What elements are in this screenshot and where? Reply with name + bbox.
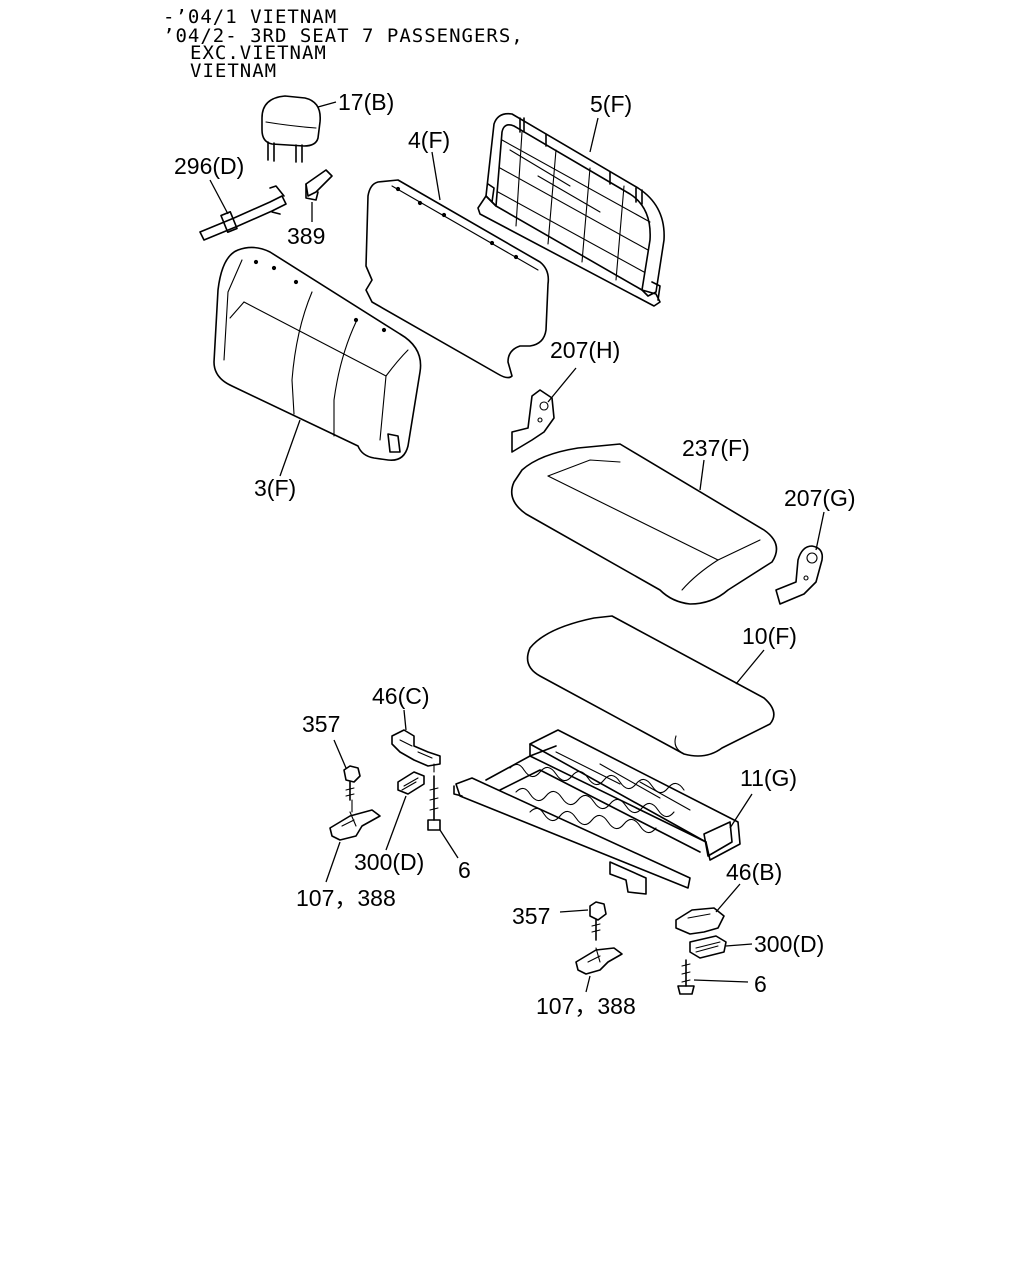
hinge-bracket-upper-part bbox=[511, 389, 555, 453]
lock-left-part bbox=[391, 729, 441, 767]
leader-seat-back-frame bbox=[589, 117, 599, 153]
spacer-left-part bbox=[397, 771, 425, 795]
seat-back-frame-part bbox=[477, 112, 665, 307]
callout-clip: 389 bbox=[287, 223, 325, 249]
cushion-cover-part bbox=[510, 443, 778, 605]
leader-cushion-frame bbox=[729, 793, 753, 829]
leader-strap bbox=[209, 179, 229, 215]
screw-right-part bbox=[677, 959, 695, 995]
leader-headrest bbox=[317, 101, 337, 108]
callout-strap: 296(D) bbox=[174, 153, 244, 179]
screw-left-part bbox=[427, 763, 441, 831]
bolt-left-part bbox=[343, 765, 361, 813]
callout-spacer-right: 300(D) bbox=[754, 931, 824, 957]
striker-left-part bbox=[329, 809, 381, 841]
cushion-frame-part bbox=[453, 729, 741, 895]
callout-spacer-left: 300(D) bbox=[354, 849, 424, 875]
leader-seat-back-pad bbox=[431, 151, 441, 201]
hinge-bracket-right-part bbox=[775, 545, 824, 605]
striker-right-part bbox=[575, 947, 623, 975]
callout-striker-right: 107，388 bbox=[536, 993, 636, 1019]
leader-striker-left bbox=[325, 841, 341, 883]
leader-bolt-right bbox=[559, 909, 589, 913]
leader-bolt-left bbox=[333, 739, 347, 769]
leader-seat-back-cover bbox=[279, 419, 301, 477]
callout-bolt-left: 357 bbox=[302, 711, 340, 737]
seat-back-pad-part bbox=[365, 179, 550, 379]
callout-headrest: 17(B) bbox=[338, 89, 394, 115]
headrest-part bbox=[261, 95, 322, 163]
leader-hinge-upper bbox=[547, 367, 577, 403]
leader-hinge-right bbox=[815, 511, 825, 551]
leader-cushion-pad bbox=[735, 649, 765, 685]
lock-right-part bbox=[675, 907, 725, 935]
leader-cushion-cover bbox=[699, 459, 705, 491]
leader-screw-left bbox=[439, 829, 459, 859]
callout-lock-left: 46(C) bbox=[372, 683, 430, 709]
leader-striker-right bbox=[585, 975, 591, 993]
leader-screw-right bbox=[693, 979, 749, 983]
cushion-pad-part bbox=[526, 615, 775, 757]
header-line-1: -’04/1 VIETNAM bbox=[163, 6, 337, 28]
header-line-3: EXC.VIETNAM bbox=[190, 42, 327, 64]
callout-cushion-pad: 10(F) bbox=[742, 623, 797, 649]
strap-part bbox=[199, 185, 287, 241]
callout-screw-left: 6 bbox=[458, 857, 471, 883]
header-line-2: ’04/2- 3RD SEAT 7 PASSENGERS, bbox=[163, 25, 524, 47]
callout-lock-right: 46(B) bbox=[726, 859, 782, 885]
callout-striker-left: 107，388 bbox=[296, 885, 396, 911]
leader-spacer-right bbox=[725, 943, 753, 947]
seat-back-cover-part bbox=[213, 246, 422, 462]
callout-seat-back-cover: 3(F) bbox=[254, 475, 296, 501]
callout-cushion-frame: 11(G) bbox=[740, 765, 797, 791]
bolt-right-part bbox=[589, 901, 607, 941]
callout-bolt-right: 357 bbox=[512, 903, 550, 929]
spacer-right-part bbox=[689, 935, 727, 959]
leader-lock-left bbox=[403, 709, 407, 731]
callout-seat-back-frame: 5(F) bbox=[590, 91, 632, 117]
callout-screw-right: 6 bbox=[754, 971, 767, 997]
callout-seat-back-pad: 4(F) bbox=[408, 127, 450, 153]
clip-part bbox=[305, 169, 333, 201]
leader-spacer-left bbox=[385, 795, 407, 851]
callout-hinge-right: 207(G) bbox=[784, 485, 856, 511]
leader-lock-right bbox=[715, 883, 741, 913]
callout-hinge-upper: 207(H) bbox=[550, 337, 620, 363]
callout-cushion-cover: 237(F) bbox=[682, 435, 750, 461]
header-line-4: VIETNAM bbox=[190, 60, 277, 82]
